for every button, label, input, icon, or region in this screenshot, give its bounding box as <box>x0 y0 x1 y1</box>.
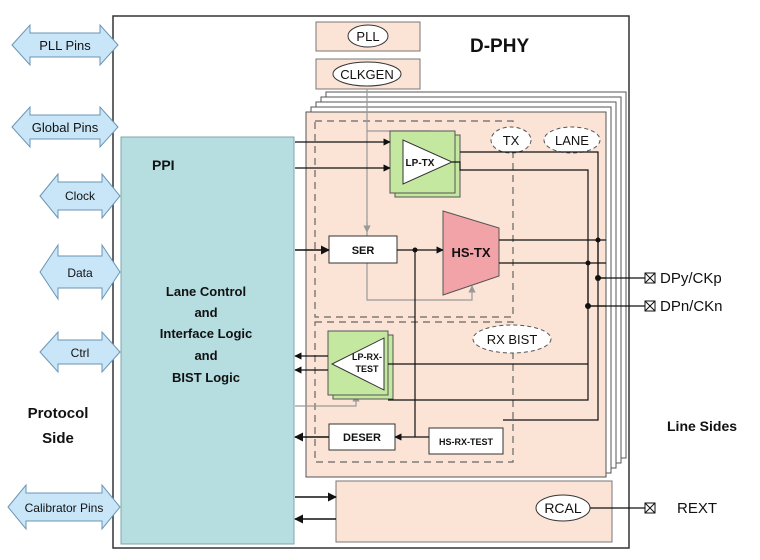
rx-bist-ellipse <box>472 324 552 354</box>
lp-tx-triangle <box>402 139 454 185</box>
svg-text:PLL Pins: PLL Pins <box>39 38 91 53</box>
lane-ellipse <box>543 126 601 154</box>
clock-arrow: Clock <box>39 172 121 220</box>
rx-region <box>314 321 514 463</box>
junction-dpy <box>595 275 601 281</box>
ppi-title: PPI <box>152 157 175 173</box>
dpn-label: DPn/CKn <box>660 298 723 315</box>
hs-tx-label: HS-TX <box>452 245 491 260</box>
tx-ellipse <box>490 126 532 154</box>
tx-label: TX <box>503 133 520 148</box>
data-arrow: Data <box>39 243 121 301</box>
junction-ser <box>412 247 418 253</box>
ppi-text-4: and <box>194 348 217 363</box>
ppi-text-5: BIST Logic <box>172 370 240 385</box>
ser-label: SER <box>352 245 375 257</box>
line-sides-label: Line Sides <box>667 418 737 434</box>
ppi-block <box>120 136 295 545</box>
svg-text:Data: Data <box>67 266 93 280</box>
junction-dpn <box>585 303 591 309</box>
svg-text:Ctrl: Ctrl <box>71 346 90 360</box>
global-pins-arrow: Global Pins <box>11 105 119 149</box>
pll-label: PLL <box>356 29 379 44</box>
deser-label: DESER <box>343 432 381 444</box>
rcal-label: RCAL <box>544 500 582 516</box>
lane-main <box>305 111 607 478</box>
protocol-side-label-2: Side <box>42 430 74 447</box>
dpy-label: DPy/CKp <box>660 270 722 287</box>
d-phy-title: D-PHY <box>470 36 529 57</box>
clkgen-label: CLKGEN <box>340 67 393 82</box>
rext-pin-icon <box>644 502 656 514</box>
lp-rx-triangle <box>330 337 385 391</box>
ppi-text-1: Lane Control <box>166 284 246 299</box>
svg-text:Calibrator Pins: Calibrator Pins <box>25 501 104 515</box>
clkgen-ellipse <box>332 61 402 87</box>
ppi-text-2: and <box>194 305 217 320</box>
rext-label: REXT <box>677 500 717 517</box>
lane-label: LANE <box>555 133 589 148</box>
lp-tx-label: LP-TX <box>406 158 435 169</box>
calibrator-pins-arrow: Calibrator Pins <box>7 483 121 531</box>
hs-tx-block <box>442 210 500 296</box>
tx-region <box>314 120 514 318</box>
rx-bist-label: RX BIST <box>487 332 538 347</box>
dpn-pin-icon <box>644 300 656 312</box>
lp-rx-label-2: TEST <box>355 364 379 374</box>
ppi-text-3: Interface Logic <box>160 326 252 341</box>
lp-rx-label-1: LP-RX- <box>352 352 382 362</box>
wire-rx-bus-p <box>503 240 599 421</box>
deser-block <box>328 423 396 451</box>
ser-block <box>328 235 398 264</box>
ctrl-arrow: Ctrl <box>39 330 121 374</box>
protocol-side-label-1: Protocol <box>28 405 89 422</box>
hs-rx-test-label: HS-RX-TEST <box>439 437 494 447</box>
dpy-pin-icon <box>644 272 656 284</box>
svg-text:Global Pins: Global Pins <box>32 120 99 135</box>
svg-text:Clock: Clock <box>65 189 96 203</box>
hs-rx-test-block <box>428 427 504 455</box>
pll-pins-arrow: PLL Pins <box>11 23 119 67</box>
pll-ellipse <box>347 24 389 48</box>
